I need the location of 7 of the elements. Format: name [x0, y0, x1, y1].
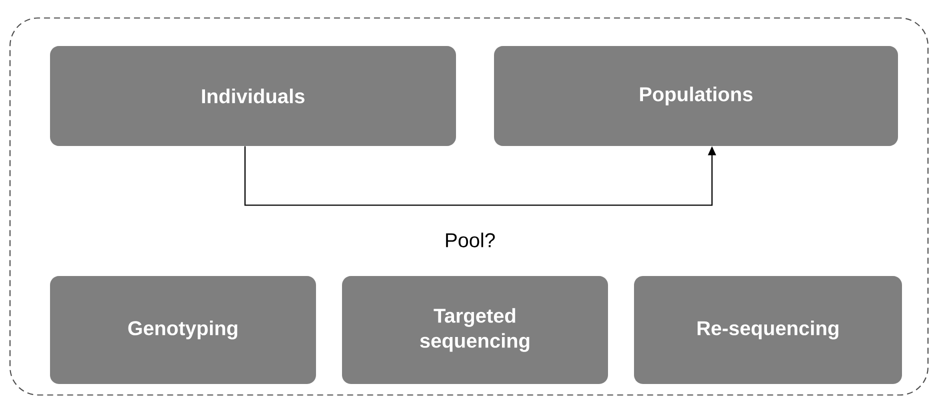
- process-box: Individuals: [50, 46, 456, 146]
- group-frame: [9, 17, 929, 396]
- edge-label: Pool?: [446, 232, 495, 248]
- process-box: Populations: [494, 46, 898, 146]
- process-box: Genotyping: [50, 276, 316, 384]
- process-box: Targeted sequencing: [342, 276, 608, 384]
- process-box: Re-sequencing: [634, 276, 902, 384]
